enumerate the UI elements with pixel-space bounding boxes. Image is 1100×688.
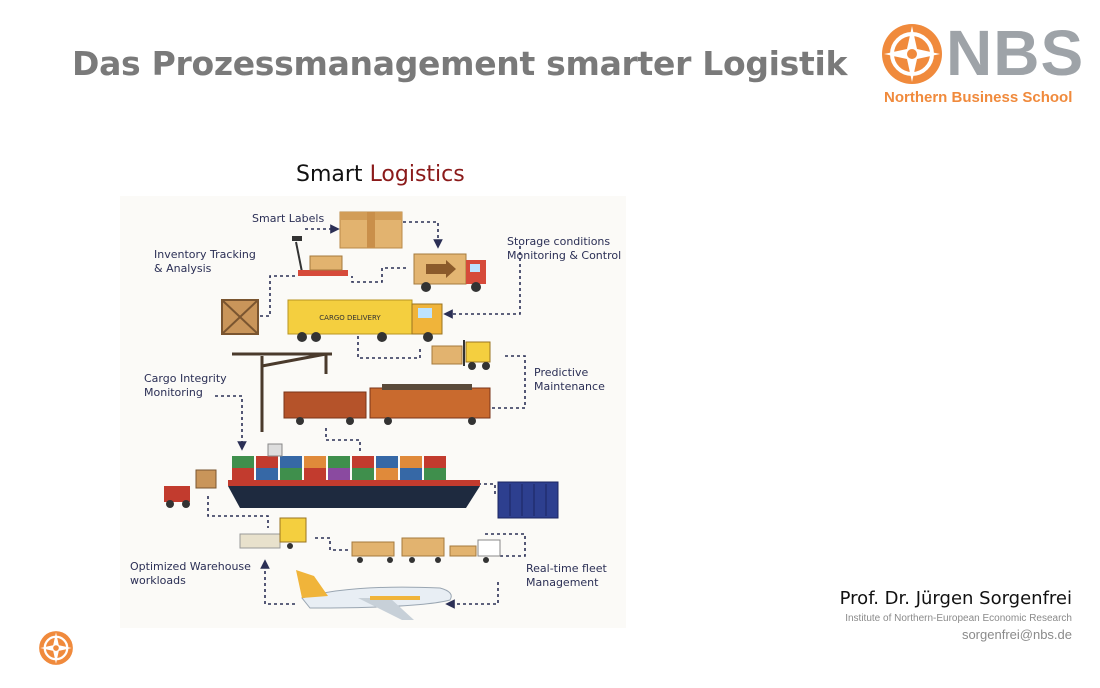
illustration-title: Smart Logistics [296, 162, 465, 187]
author-block: Prof. Dr. Jürgen Sorgenfrei Institute of… [840, 588, 1072, 642]
label-fleet-1: Real-time fleet [526, 562, 607, 575]
label-inventory-1: Inventory Tracking [154, 248, 256, 261]
label-predictive-1: Predictive [534, 366, 589, 379]
freight-train-icon [283, 384, 491, 425]
warehouse-cart-icon [239, 517, 307, 549]
author-email: sorgenfrei@nbs.de [961, 627, 1072, 642]
small-forklift-icon [164, 469, 217, 508]
label-cargo-integrity-2: Monitoring [144, 386, 203, 399]
label-fleet-2: Management [526, 576, 599, 589]
truck-text: CARGO DELIVERY [319, 314, 381, 322]
illustration-title-smart: Smart [296, 162, 363, 187]
delivery-truck-icon [413, 253, 486, 292]
cardboard-box-icon [339, 211, 403, 249]
logistics-diagram: CARGO DELIVERY [120, 196, 626, 628]
label-storage-2: Monitoring & Control [507, 249, 622, 262]
logo-abbreviation: NBS [946, 17, 1085, 89]
luggage-tug-icon [351, 537, 501, 563]
illustration-title-logistics: Logistics [369, 162, 465, 187]
label-predictive-2: Maintenance [534, 380, 605, 393]
author-institute: Institute of Northern-European Economic … [845, 613, 1072, 624]
label-warehouse-2: workloads [130, 574, 186, 587]
author-name: Prof. Dr. Jürgen Sorgenfrei [839, 588, 1072, 609]
label-storage-1: Storage conditions [507, 235, 611, 248]
compass-icon-small [39, 631, 73, 665]
cargo-airplane-icon [296, 570, 452, 620]
smart-logistics-illustration: CARGO DELIVERY [120, 196, 626, 628]
logo-school-name: Northern Business School [884, 89, 1073, 106]
label-cargo-integrity-1: Cargo Integrity [144, 372, 227, 385]
label-warehouse-1: Optimized Warehouse [130, 560, 251, 573]
label-inventory-2: & Analysis [154, 262, 212, 275]
cargo-truck-icon: CARGO DELIVERY [287, 299, 443, 342]
forklift-icon [431, 340, 491, 370]
slide-title: Das Prozessmanagement smarter Logistik [72, 44, 848, 83]
label-smart-labels: Smart Labels [252, 212, 325, 225]
compass-icon [882, 24, 942, 84]
shipping-container-icon [497, 481, 559, 519]
container-ship-icon [228, 443, 480, 508]
crane-icon [232, 352, 332, 432]
nbs-logo: NBS Northern Business School [880, 17, 1090, 112]
pallet-jack-icon [292, 236, 348, 276]
wooden-crate-icon [221, 299, 259, 335]
